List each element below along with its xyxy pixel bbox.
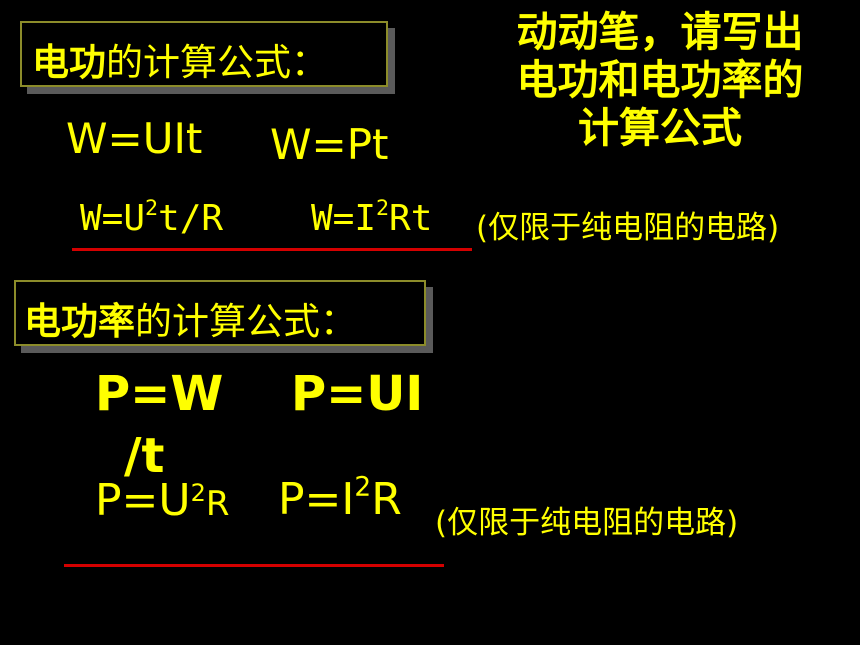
- condition-note-1: (仅限于纯电阻的电路): [476, 210, 780, 246]
- formula-part: R: [371, 474, 402, 525]
- formula-p-u2r: P=U2R: [95, 475, 230, 526]
- title-highlight: 电功率: [24, 300, 135, 343]
- formula-w-pt: W=Pt: [270, 120, 389, 169]
- formula-p-ui: P=UI: [291, 366, 424, 422]
- superscript: 2: [190, 479, 206, 507]
- section-title-electric-work: 电功的计算公式：: [20, 21, 388, 87]
- underline-1: [72, 248, 472, 251]
- formula-part: P=I: [278, 474, 355, 525]
- formula-part: W=U: [80, 198, 146, 239]
- title-text: 的计算公式：: [106, 41, 328, 84]
- formula-w-uit: W=UIt: [66, 114, 203, 163]
- superscript: 2: [354, 471, 372, 503]
- underline-2: [64, 564, 444, 567]
- formula-p-i2r: P=I2R: [278, 474, 402, 525]
- formula-w-i2rt: W=I2Rt: [311, 198, 432, 239]
- formula-part: R: [205, 484, 230, 524]
- title-highlight: 电功: [32, 41, 106, 84]
- condition-note-2: (仅限于纯电阻的电路): [435, 505, 739, 541]
- superscript: 2: [376, 195, 390, 221]
- title-text: 的计算公式：: [135, 300, 357, 343]
- formula-part: P=U: [95, 475, 191, 526]
- formula-part: W=I: [311, 198, 377, 239]
- formula-p-w-t-line1: P=W: [95, 366, 224, 422]
- formula-p-w-t-line2: /t: [124, 428, 165, 484]
- formula-part: t/R: [158, 198, 224, 239]
- section-title-electric-power: 电功率的计算公式：: [14, 280, 426, 346]
- instruction-note: 动动笔，请写出电功和电功率的计算公式: [516, 8, 804, 152]
- formula-part: Rt: [389, 198, 433, 239]
- formula-w-u2t-r: W=U2t/R: [80, 198, 223, 239]
- superscript: 2: [145, 195, 159, 221]
